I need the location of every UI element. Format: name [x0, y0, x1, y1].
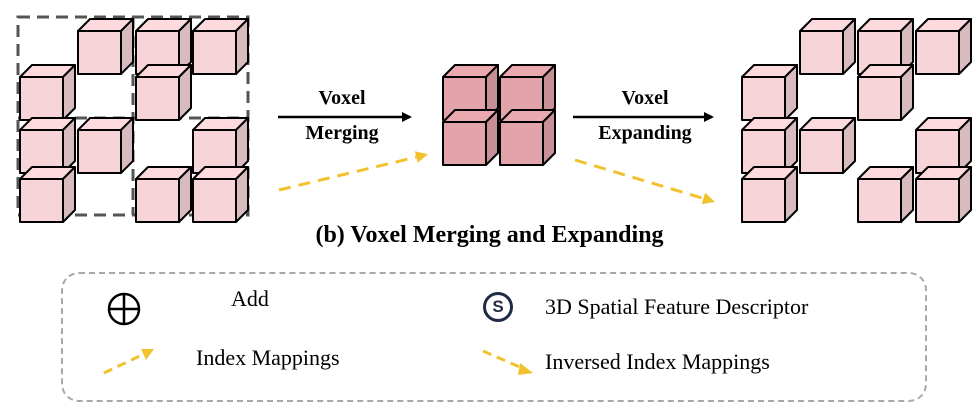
voxel-cube	[19, 166, 76, 223]
voxel-cube	[857, 64, 914, 121]
merged-voxel-cube	[442, 109, 499, 166]
voxel-merging-label-line2: Merging	[305, 122, 379, 144]
voxel-cube	[192, 18, 249, 75]
yellow-dashed-arrow-down-icon	[482, 349, 533, 375]
voxel-cube	[915, 117, 972, 174]
legend-index-mappings-label: Index Mappings	[196, 345, 340, 370]
voxel-cube	[799, 117, 856, 174]
legend-inversed-index-mappings-label: Inversed Index Mappings	[545, 349, 770, 374]
merged-voxel-cube	[499, 64, 556, 121]
legend-add-label: Add	[231, 286, 269, 311]
voxel-cube	[135, 64, 192, 121]
voxel-expanding-label-line1: Voxel	[621, 87, 669, 109]
circled-s-symbol: S	[492, 297, 504, 316]
voxel-expanding-label: Voxel Expanding	[580, 87, 710, 145]
voxel-cube	[915, 18, 972, 75]
voxel-cube	[741, 166, 798, 223]
voxel-cube	[77, 18, 134, 75]
merged-voxel-cube	[499, 109, 556, 166]
voxel-diagram	[16, 15, 972, 223]
voxel-expanding-label-line2: Expanding	[598, 122, 692, 144]
figure-caption: (b) Voxel Merging and Expanding	[315, 222, 664, 248]
inversed-index-mapping-arrow	[574, 158, 715, 205]
voxel-cube	[857, 18, 914, 75]
voxel-merging-label-line1: Voxel	[318, 87, 366, 109]
voxel-merging-label: Voxel Merging	[277, 87, 407, 145]
voxel-cube	[192, 166, 249, 223]
voxel-cube	[857, 166, 914, 223]
index-mapping-arrow	[278, 151, 428, 192]
circled-s-icon: S	[483, 292, 513, 322]
circle-plus-icon	[107, 292, 141, 326]
merged-voxels	[442, 64, 556, 166]
legend-box	[61, 272, 927, 402]
voxel-cube	[799, 18, 856, 75]
merged-voxel-cube	[442, 64, 499, 121]
voxel-cube	[192, 117, 249, 174]
voxel-cube	[19, 64, 76, 121]
sparse-voxels-input	[19, 18, 249, 223]
voxel-cube	[915, 166, 972, 223]
voxel-cube	[741, 64, 798, 121]
sparse-voxels-output	[741, 18, 972, 223]
voxel-cube	[741, 117, 798, 174]
voxel-cube	[19, 117, 76, 174]
yellow-dashed-arrow-icon	[103, 349, 154, 375]
voxel-cube	[77, 117, 134, 174]
legend-descriptor-label: 3D Spatial Feature Descriptor	[545, 294, 809, 319]
voxel-cube	[135, 166, 192, 223]
voxel-cube	[135, 18, 192, 75]
